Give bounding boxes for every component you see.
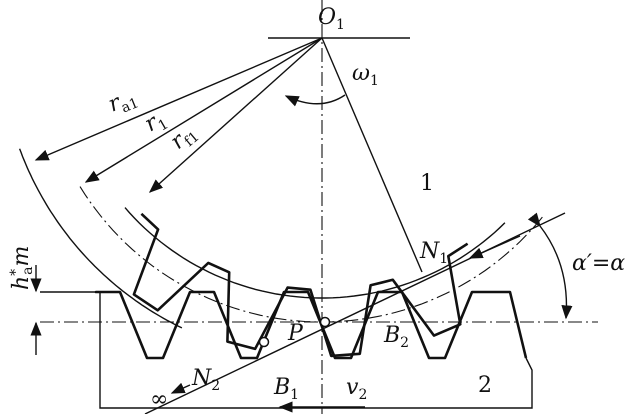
label-ra1: ra1 — [105, 84, 141, 120]
n2-arrow — [170, 382, 191, 394]
addendum-circle — [18, 148, 183, 329]
pitch-circle — [79, 186, 545, 323]
label-o1: O1 — [318, 5, 345, 33]
pressure-angle-arc — [527, 212, 573, 320]
radius-r1-arrow — [84, 37, 323, 183]
rotation-arrow — [284, 94, 346, 107]
rack-body — [99, 292, 533, 409]
label-pressure-angle: α′=α — [572, 251, 625, 276]
label-n1: N1 — [419, 239, 448, 267]
pitch-point-p — [319, 316, 331, 328]
radius-rf1-arrow — [148, 37, 323, 193]
label-p: P — [287, 321, 304, 346]
label-n2: N2 — [191, 366, 220, 394]
label-b1: B1 — [273, 375, 299, 403]
gear-teeth — [132, 212, 469, 358]
radius-ra1-arrow — [34, 37, 323, 161]
label-rf1: rf1 — [166, 120, 203, 157]
rack-teeth — [94, 290, 528, 360]
label-gear-1: 1 — [420, 171, 434, 196]
label-b2: B2 — [383, 323, 409, 351]
action-arrow — [468, 235, 521, 259]
label-rack-2: 2 — [478, 373, 492, 398]
label-addendum: h*am — [8, 246, 36, 290]
label-v2: v2 — [346, 375, 367, 403]
label-omega1: ω1 — [352, 61, 379, 89]
o1-n1-line — [321, 37, 423, 273]
label-infinity: ∞ — [150, 387, 168, 412]
contact-point — [258, 336, 270, 348]
